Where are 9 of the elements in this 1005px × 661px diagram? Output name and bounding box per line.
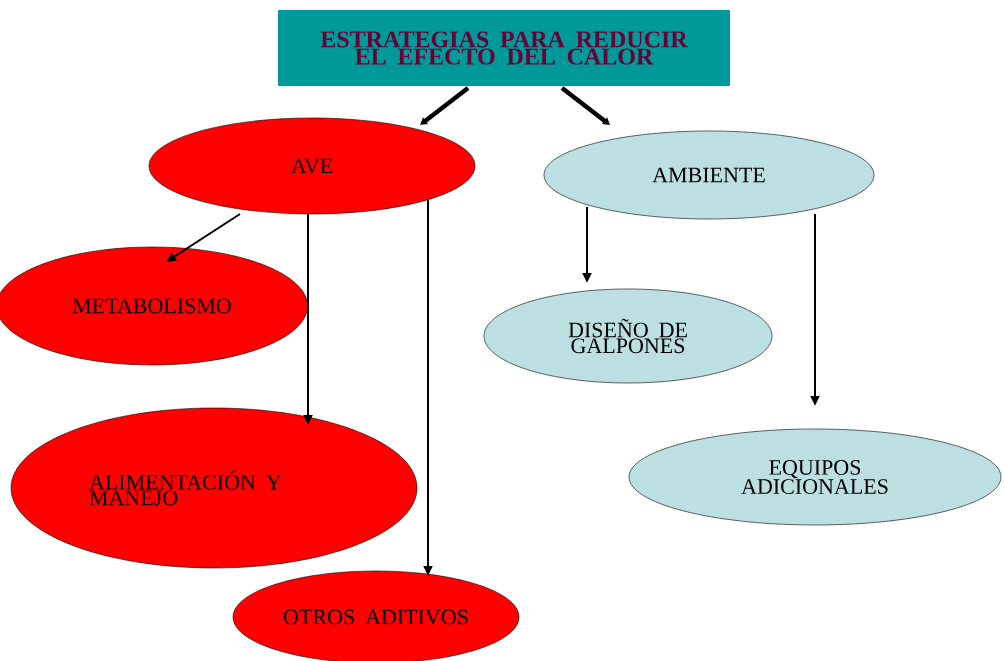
title-box: ESTRATEGIAS PARA REDUCIR EL EFECTO DEL CALOR — [278, 10, 730, 86]
oval-node: DISEÑO DE GALPONES — [483, 288, 773, 384]
oval-node: ALIMENTACIÓN Y MANEJO — [10, 407, 418, 569]
arrow — [420, 86, 470, 125]
oval-node: AMBIENTE — [543, 130, 875, 220]
oval-node: EQUIPOS ADICIONALES — [628, 428, 1002, 526]
oval-node: AVE — [148, 117, 476, 215]
oval-node: OTROS ADITIVOS — [232, 570, 520, 661]
arrow — [560, 86, 610, 125]
